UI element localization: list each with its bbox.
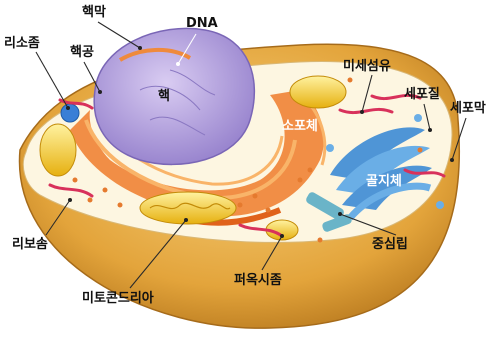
label-cell-membrane: 세포막 xyxy=(450,100,486,116)
label-golgi: 골지체 xyxy=(366,174,402,189)
label-centrosome: 중심립 xyxy=(372,236,408,252)
label-nuclear-pore: 핵공 xyxy=(70,44,94,60)
lysosome-shape xyxy=(61,104,79,122)
label-peroxisome: 퍼옥시좀 xyxy=(234,272,282,288)
label-dna: DNA xyxy=(186,16,218,31)
label-ribosome: 리보솜 xyxy=(12,236,48,252)
label-lysosome: 리소좀 xyxy=(4,35,40,51)
label-cytoplasm: 세포질 xyxy=(404,87,440,102)
label-mitochondria: 미토콘드리아 xyxy=(82,290,154,306)
label-er: 소포체 xyxy=(282,119,318,134)
label-nucleus: 핵 xyxy=(158,88,170,104)
label-nuclear-envelope: 핵막 xyxy=(82,4,106,20)
label-microfilament: 미세섬유 xyxy=(343,58,391,74)
nucleus-shape xyxy=(94,28,254,164)
